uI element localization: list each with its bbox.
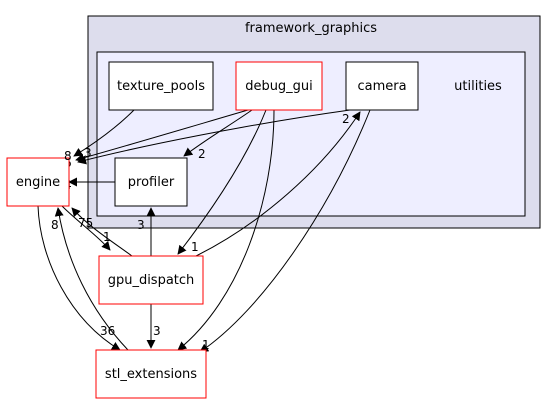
edge-label-engine-stl-extensions: 8: [51, 218, 59, 232]
edge-engine-gpu-dispatch: [61, 205, 111, 251]
node-engine-label: engine: [16, 175, 60, 190]
cluster-framework-graphics-label: framework_graphics: [245, 21, 377, 36]
edge-engine-stl-extensions: [37, 205, 121, 351]
edge-gpu-dispatch-engine: [71, 207, 133, 257]
node-camera-label: camera: [357, 79, 406, 94]
edge-label-debug-gui-gpu-dispatch: 1: [191, 240, 199, 254]
edge-texture-pools-engine: [73, 109, 135, 157]
edge-label-gpu-dispatch-engine: 75: [78, 216, 93, 230]
edge-label-gpu-dispatch-camera: 2: [342, 112, 350, 126]
edge-label-stl-extensions-engine: 36: [100, 324, 115, 338]
edge-camera-stl-extensions: [199, 109, 371, 353]
node-gpu-dispatch-label: gpu_dispatch: [108, 273, 195, 288]
node-engine[interactable]: engine: [6, 157, 70, 207]
edge-label-gpu-dispatch-stl-extensions: 3: [153, 324, 161, 338]
edge-gpu-dispatch-camera: [195, 111, 361, 257]
edges: [37, 109, 371, 353]
edge-camera-engine: [77, 109, 351, 165]
edge-label-camera-engine: 8: [64, 149, 72, 163]
edge-label-texture-pools-engine: 3: [84, 146, 92, 160]
edge-label-debug-gui-profiler: 2: [198, 147, 206, 161]
node-gpu-dispatch[interactable]: gpu_dispatch: [98, 255, 204, 305]
edge-label-camera-stl-extensions: 1: [202, 338, 210, 352]
node-debug-gui[interactable]: debug_gui: [235, 61, 323, 111]
edge-debug-gui-gpu-dispatch: [177, 109, 267, 255]
edge-label-engine-gpu-dispatch: 1: [103, 230, 111, 244]
node-profiler[interactable]: profiler: [114, 157, 188, 207]
node-texture-pools-label: texture_pools: [117, 79, 205, 94]
edge-debug-gui-stl-extensions: [177, 109, 275, 351]
node-texture-pools[interactable]: texture_pools: [108, 61, 214, 111]
node-stl-extensions-label: stl_extensions: [105, 367, 197, 382]
cluster-utilities-label: utilities: [454, 79, 502, 94]
edge-label-gpu-dispatch-profiler: 3: [137, 218, 145, 232]
edge-debug-gui-engine: [75, 109, 249, 163]
node-stl-extensions[interactable]: stl_extensions: [95, 349, 207, 399]
node-debug-gui-label: debug_gui: [245, 79, 313, 94]
edge-stl-extensions-engine: [54, 207, 129, 351]
node-camera[interactable]: camera: [345, 61, 419, 111]
node-profiler-label: profiler: [128, 175, 175, 190]
